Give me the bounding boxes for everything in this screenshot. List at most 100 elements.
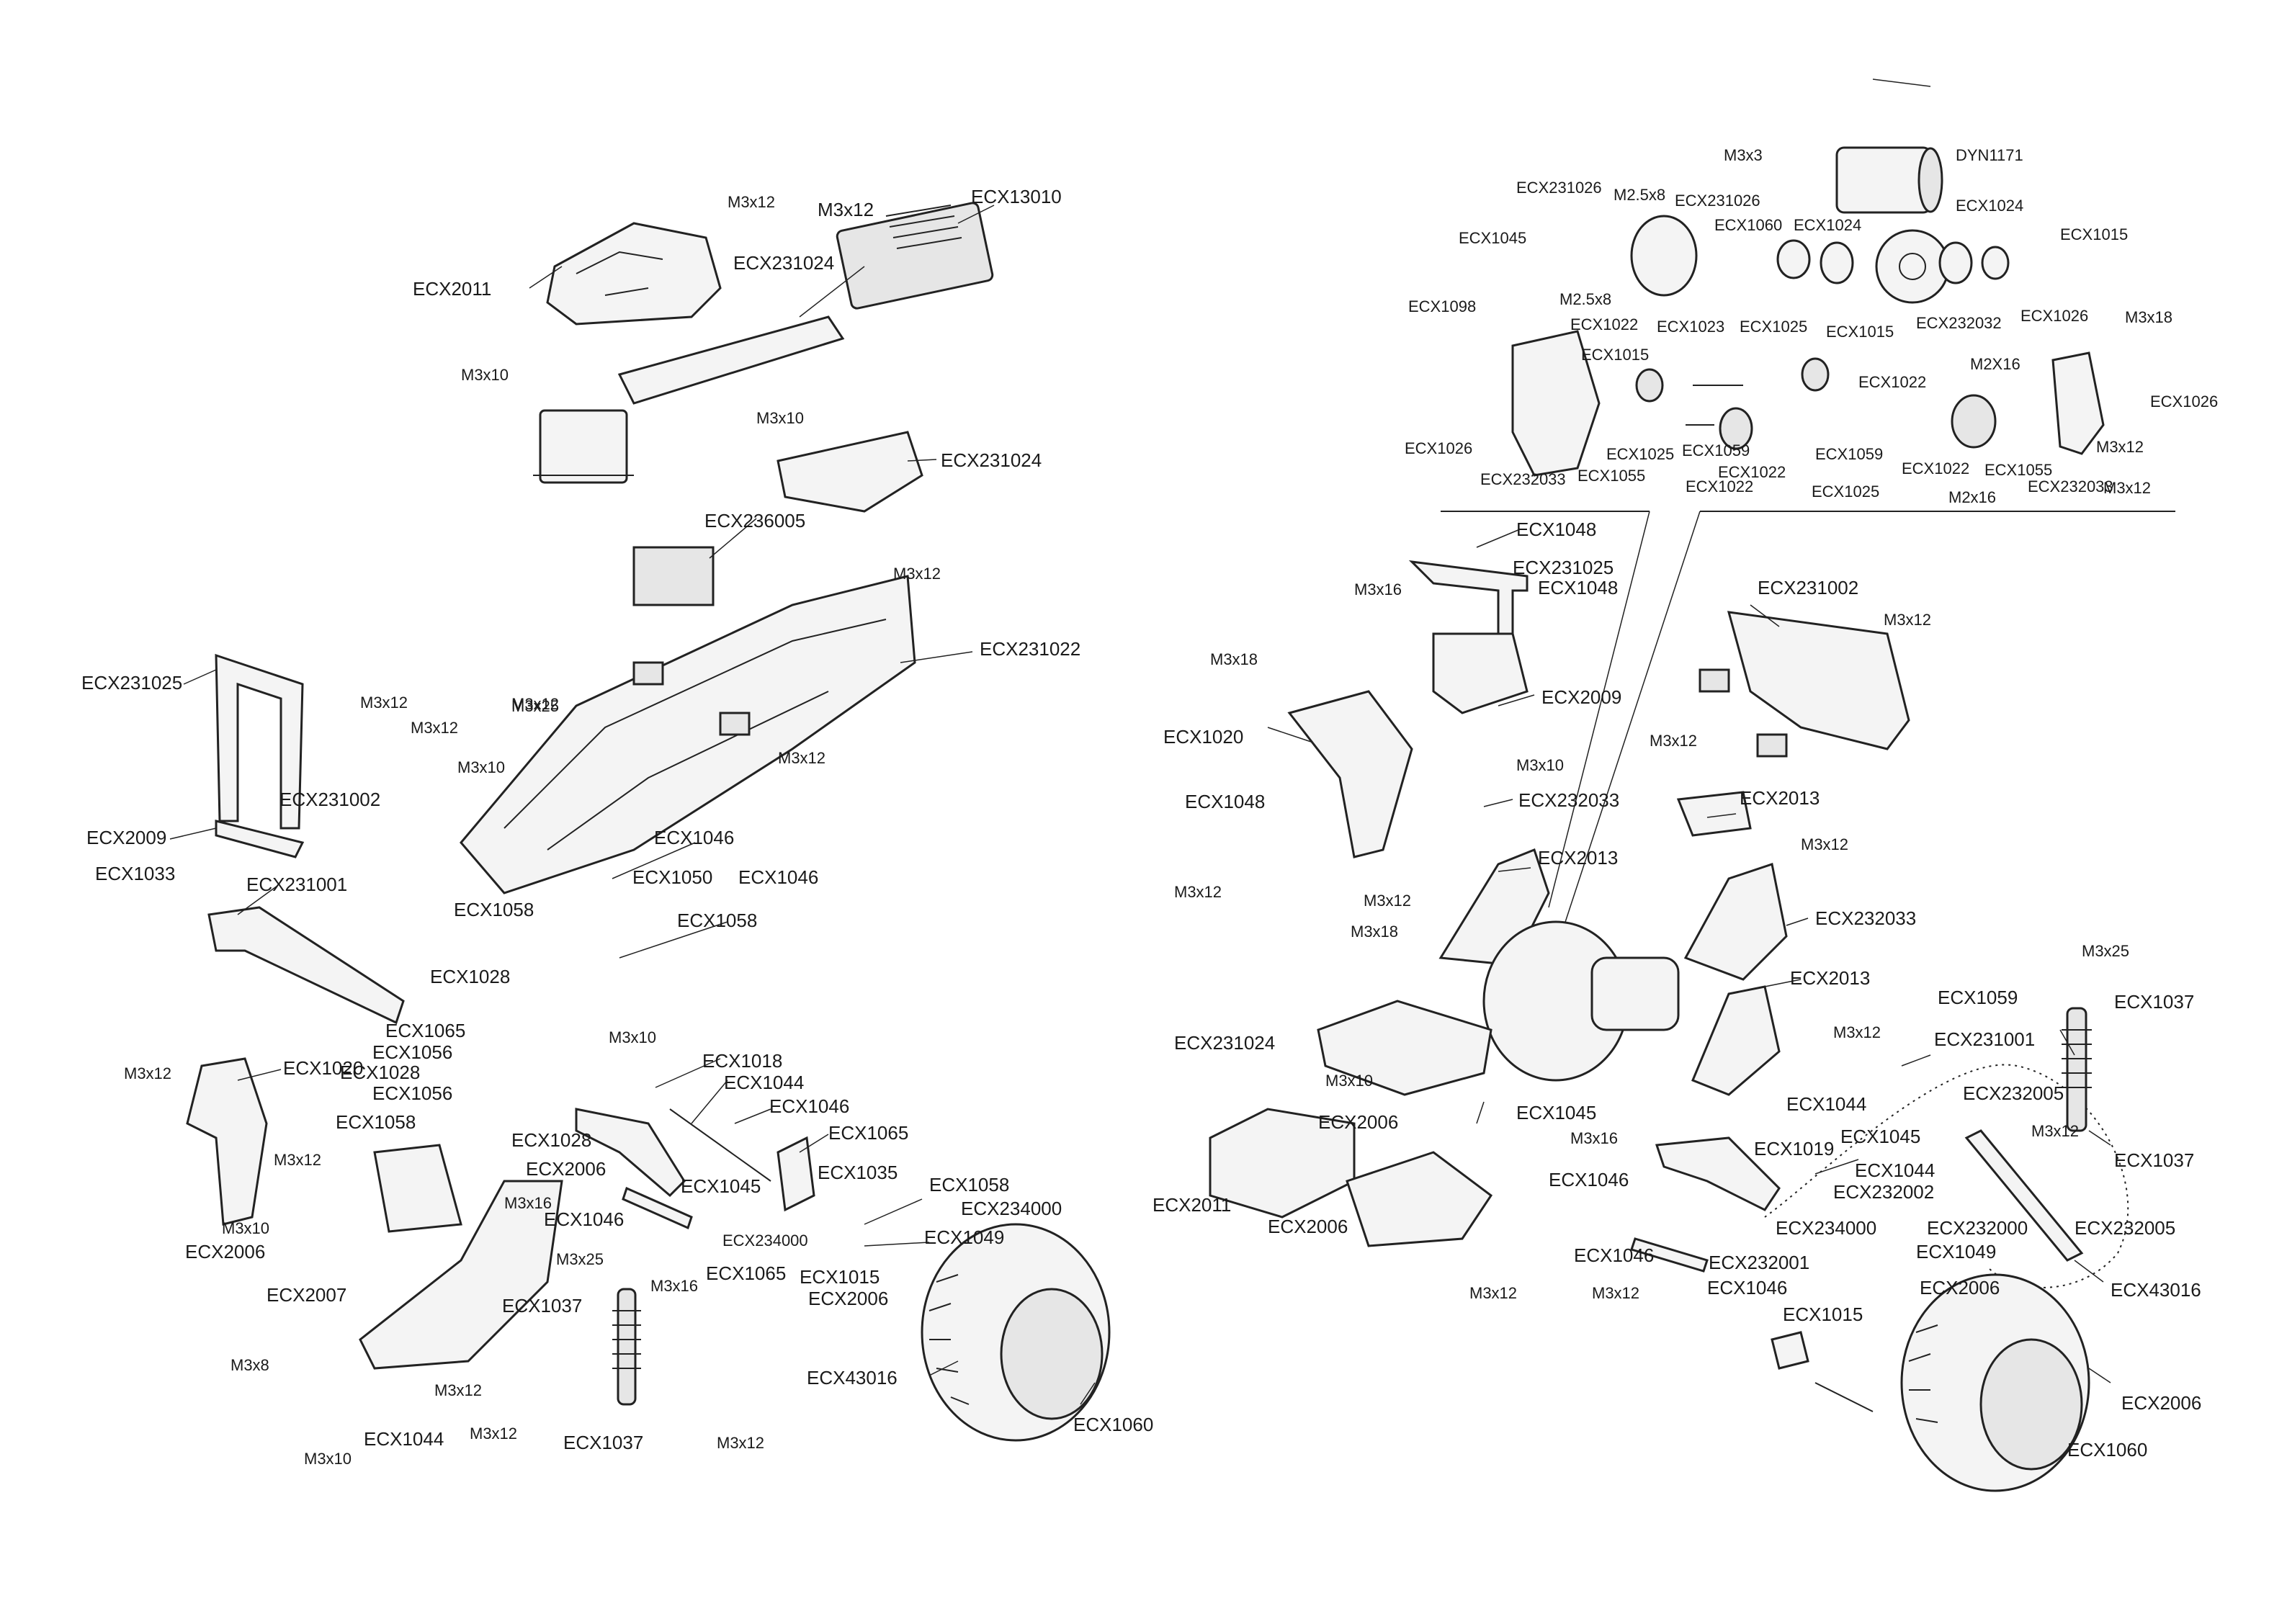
label-m3x12-r-h: M3x12 [1592, 1284, 1640, 1302]
label-ECX1065-c: ECX1065 [706, 1262, 787, 1284]
label-ECX2013-c: ECX2013 [1790, 967, 1871, 989]
rear-link-part [1630, 1237, 1709, 1273]
label-ECX1037-right-a: ECX1037 [2114, 991, 2195, 1013]
label-ECX1058-d: ECX1058 [929, 1174, 1010, 1195]
label-ECX232033-trans-a: ECX232033 [1480, 470, 1566, 488]
label-ECX1022-d: ECX1022 [1902, 459, 1970, 477]
label-m3x10-d: M3x10 [609, 1028, 657, 1046]
label-ECX231024-right: ECX231024 [1174, 1032, 1276, 1054]
label-ECX1046-d: ECX1046 [544, 1208, 625, 1230]
label-ECX2011: ECX2011 [413, 278, 492, 300]
label-ECX1045-trans: ECX1045 [1459, 229, 1527, 247]
label-m3x12-r-c: M3x12 [1801, 835, 1849, 853]
rear-mount-2-part [1676, 791, 1752, 837]
label-m3x12-a: M3x12 [818, 199, 874, 220]
gearbox-left-case-part [1511, 330, 1601, 477]
label-ECX232033-b: ECX232033 [1815, 907, 1917, 929]
lower-plate-part [1317, 1000, 1492, 1096]
label-ECX1049-right: ECX1049 [1916, 1241, 1997, 1262]
label-ECX1015-b: ECX1015 [1826, 323, 1894, 341]
label-ECX1046-c: ECX1046 [769, 1095, 850, 1117]
label-ECX1044-a: ECX1044 [724, 1072, 805, 1093]
label-ECX1055-a: ECX1055 [1984, 461, 2053, 479]
label-ECX2006-c: ECX2006 [808, 1288, 889, 1309]
label-m3x16-r-b: M3x16 [1570, 1129, 1619, 1147]
label-m3x12-r-a: M3x12 [1884, 611, 1932, 629]
label-ECX1046-b: ECX1046 [738, 866, 819, 888]
label-m3x12-i: M3x12 [434, 1381, 483, 1399]
label-ECX43016-right: ECX43016 [2111, 1279, 2201, 1301]
label-DYN1171: DYN1171 [1956, 146, 2023, 164]
electronics-cover-part [546, 222, 722, 326]
label-ECX232033-trans-b: ECX232033 [2028, 477, 2113, 495]
label-m3x10-b: M3x10 [756, 409, 805, 427]
label-ECX1015-c: ECX1015 [1581, 346, 1650, 364]
label-ECX1044-r-b: ECX1044 [1855, 1159, 1935, 1181]
label-m3x12-r-f: M3x12 [1833, 1023, 1881, 1041]
label-m3x12-trans-b: M3x12 [2103, 479, 2152, 497]
front-bumper-part [207, 906, 405, 1025]
label-ECX1035: ECX1035 [818, 1162, 898, 1183]
driveshaft-part [1964, 1129, 2084, 1262]
body-post-part [215, 653, 304, 830]
label-ECX1046-r-a: ECX1046 [1549, 1169, 1629, 1190]
label-ECX1037-left-a: ECX1037 [502, 1295, 583, 1316]
label-ECX1022-a: ECX1022 [1570, 315, 1639, 333]
label-ECX231001-left: ECX231001 [246, 874, 348, 895]
label-ECX231026-a: ECX231026 [1516, 179, 1602, 197]
label-ECX1018: ECX1018 [702, 1050, 783, 1072]
label-ECX1015-trans: ECX1015 [2060, 225, 2129, 243]
label-ECX1025-a: ECX1025 [1740, 318, 1808, 336]
label-ECX234000-right: ECX234000 [1776, 1217, 1877, 1239]
label-ECX1028-a: ECX1028 [430, 966, 511, 987]
spur-gear-part [1875, 229, 1950, 304]
motor-part [1835, 146, 1932, 214]
label-ECX13010: ECX13010 [971, 186, 1062, 207]
label-ECX232033-a: ECX232033 [1518, 789, 1620, 811]
label-m25x8-a: M2.5x8 [1614, 186, 1666, 204]
label-ECX1037-right-b: ECX1037 [2114, 1149, 2195, 1171]
label-ECX1065-a: ECX1065 [385, 1020, 466, 1041]
label-m3x12-c: M3x12 [778, 749, 826, 767]
label-m3x12-r-b: M3x12 [1650, 732, 1698, 750]
label-ECX2013-b: ECX2013 [1538, 847, 1619, 869]
skid-plate-part [359, 1180, 563, 1370]
label-ECX232005-b: ECX232005 [2075, 1217, 2176, 1239]
label-m3x10-f: M3x10 [304, 1450, 352, 1468]
label-ECX1028-b: ECX1028 [340, 1062, 421, 1083]
rear-arm-part [1655, 1136, 1781, 1211]
label-ECX1060-trans: ECX1060 [1714, 216, 1783, 234]
label-ECX231024-top: ECX231024 [733, 252, 835, 274]
label-ECX2006-r-d: ECX2006 [2121, 1392, 2202, 1414]
label-m3x12-b: M3x12 [893, 565, 941, 583]
label-ECX1026-b: ECX1026 [2150, 392, 2219, 411]
label-ECX1065-b: ECX1065 [828, 1122, 909, 1144]
label-ECX1060-right: ECX1060 [2067, 1439, 2148, 1461]
rear-body-post-part [1408, 560, 1529, 635]
rear-bumper-part [1727, 611, 1910, 750]
label-m3x12-h: M3x12 [274, 1151, 322, 1169]
label-m3x8: M3x8 [231, 1356, 269, 1374]
label-ECX2013-a: ECX2013 [1740, 787, 1820, 809]
label-ECX1019: ECX1019 [1754, 1138, 1835, 1159]
label-m3x10-c: M3x10 [457, 758, 506, 776]
label-ECX1056-b: ECX1056 [372, 1082, 453, 1104]
lower-link-part [622, 1186, 693, 1230]
label-ECX1033: ECX1033 [95, 863, 176, 884]
label-m3x12-r-e: M3x12 [1364, 892, 1412, 910]
front-bulkhead-part [373, 1144, 462, 1233]
label-m3x3: M3x3 [1724, 146, 1763, 164]
label-ECX234000-left: ECX234000 [961, 1198, 1062, 1219]
label-ECX1045-left: ECX1045 [681, 1175, 761, 1197]
label-ECX1045-r-b: ECX1045 [1840, 1126, 1921, 1147]
label-ECX1044-b: ECX1044 [364, 1428, 444, 1450]
label-ECX234000-small: ECX234000 [722, 1232, 808, 1250]
hex-hub-part [1771, 1331, 1809, 1370]
label-m3x16-b: M3x16 [650, 1277, 699, 1295]
label-ECX231002-left: ECX231002 [279, 789, 381, 810]
label-ECX1022-b: ECX1022 [1858, 373, 1927, 391]
label-ECX1046-a: ECX1046 [654, 827, 735, 848]
label-ECX1059-a: ECX1059 [1682, 441, 1750, 459]
